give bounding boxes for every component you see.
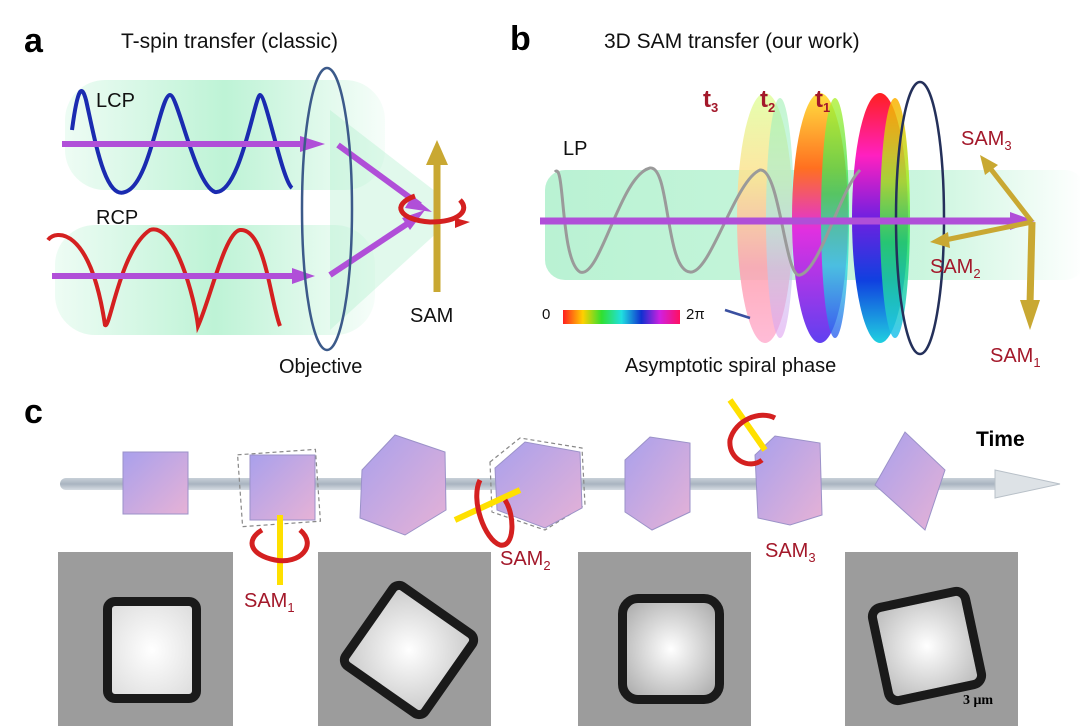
phase-colorbar bbox=[563, 310, 680, 324]
panel-b-title: 3D SAM transfer (our work) bbox=[604, 30, 860, 53]
micrograph-4: 3 μm bbox=[845, 552, 1018, 726]
time-label-t1: t1 bbox=[815, 86, 831, 115]
panel-c-letter: c bbox=[24, 393, 43, 431]
sam2-label-b: SAM2 bbox=[930, 256, 981, 281]
time-label-t2: t2 bbox=[760, 86, 776, 115]
sam1-label-c: SAM1 bbox=[244, 590, 295, 615]
rcp-label: RCP bbox=[96, 207, 139, 229]
time-label-t3: t3 bbox=[703, 86, 719, 115]
lcp-label: LCP bbox=[96, 90, 135, 112]
micrograph-3 bbox=[578, 552, 751, 726]
colorbar-max: 2π bbox=[686, 306, 705, 323]
time-axis-label: Time bbox=[976, 428, 1025, 451]
phase-label: Asymptotic spiral phase bbox=[625, 355, 837, 377]
micrograph-1 bbox=[58, 552, 233, 726]
colorbar-min: 0 bbox=[542, 306, 551, 323]
panel-a-letter: a bbox=[24, 22, 43, 60]
sam3-label-c: SAM3 bbox=[765, 540, 816, 565]
sam1-label-b: SAM1 bbox=[990, 345, 1041, 370]
panel-a-title: T-spin transfer (classic) bbox=[121, 30, 339, 53]
lp-label: LP bbox=[563, 138, 588, 160]
sam-label-a: SAM bbox=[410, 305, 454, 327]
scale-bar-label: 3 μm bbox=[963, 693, 994, 708]
sam2-label-c: SAM2 bbox=[500, 548, 551, 573]
sam3-label-b: SAM3 bbox=[961, 128, 1012, 153]
panel-b-letter: b bbox=[510, 20, 531, 58]
objective-label: Objective bbox=[279, 356, 363, 378]
micrograph-2 bbox=[318, 552, 491, 726]
